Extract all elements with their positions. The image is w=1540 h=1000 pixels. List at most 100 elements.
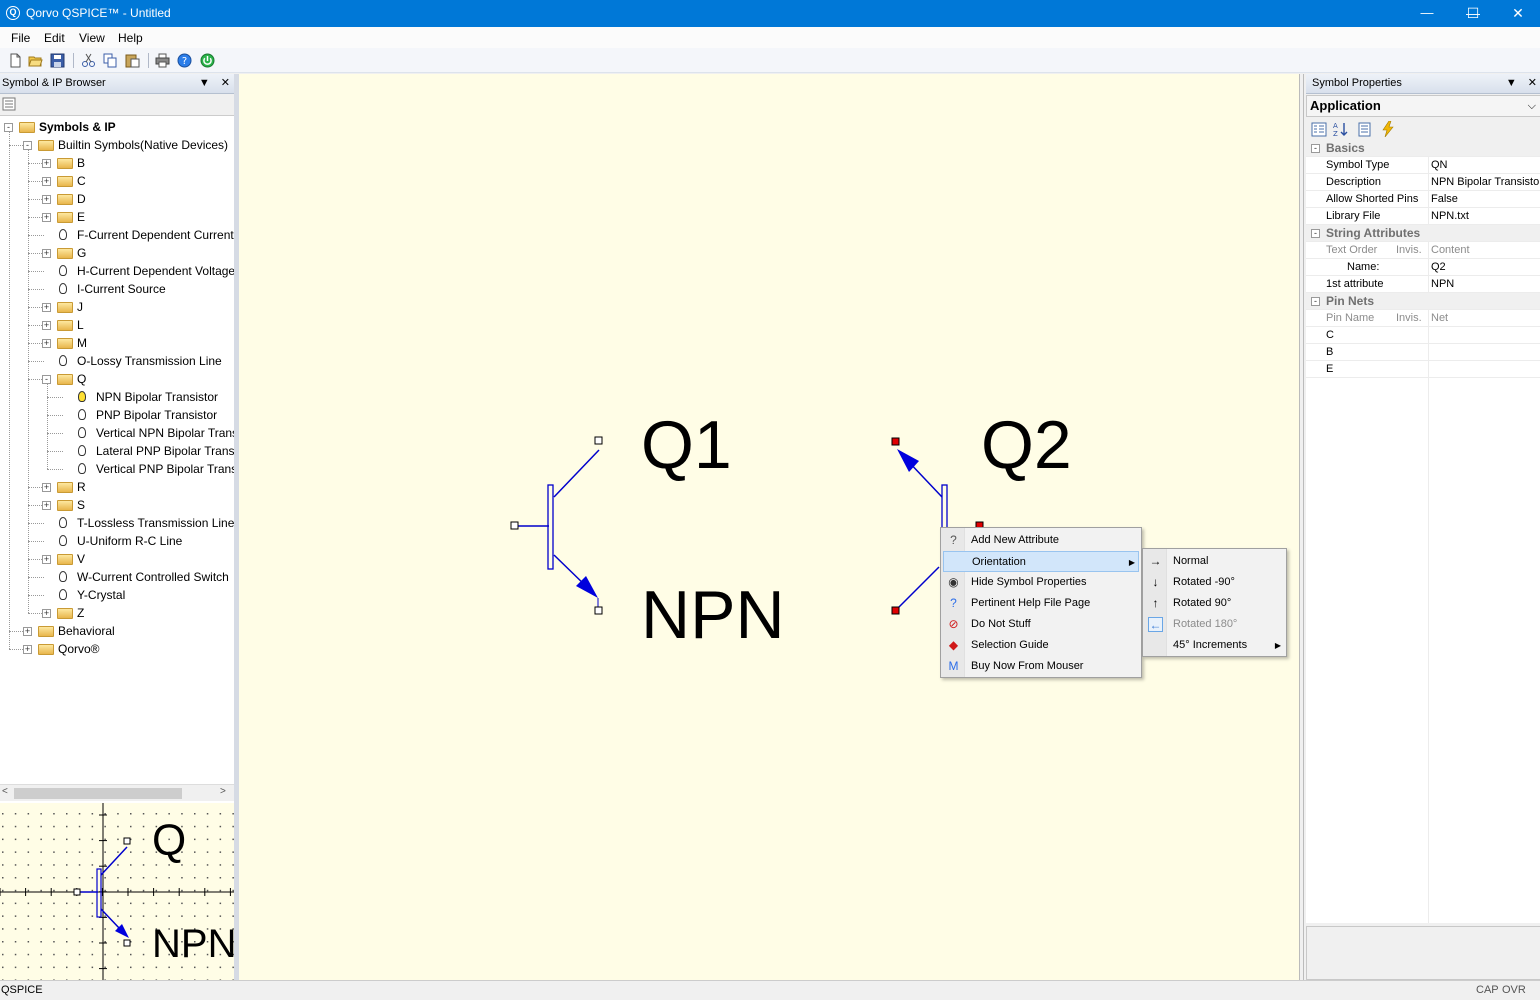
tree-folder[interactable]: +J <box>0 298 234 316</box>
maximize-icon[interactable]: ☐ <box>1466 5 1480 21</box>
q1-collector-pin[interactable] <box>594 436 603 445</box>
property-pages-icon[interactable] <box>1357 122 1372 137</box>
pin-row[interactable]: C <box>1306 327 1540 344</box>
list-view-icon[interactable] <box>2 97 17 112</box>
close-panel-icon[interactable]: ✕ <box>220 77 230 89</box>
copy-icon[interactable] <box>103 53 118 68</box>
q1-emitter-pin[interactable] <box>594 606 603 615</box>
open-folder-icon[interactable] <box>28 53 43 68</box>
chevron-down-icon[interactable]: ⌵ <box>1527 100 1536 112</box>
tree-folder[interactable]: +S <box>0 496 234 514</box>
application-combo[interactable]: Application ⌵ <box>1306 95 1540 117</box>
tree-folder[interactable]: +L <box>0 316 234 334</box>
pin-row[interactable]: B <box>1306 344 1540 361</box>
expand-icon[interactable]: + <box>42 338 51 348</box>
expand-icon[interactable]: + <box>42 554 51 564</box>
category-string-attributes[interactable]: - String Attributes <box>1306 225 1540 242</box>
paste-icon[interactable] <box>125 53 140 68</box>
pin-dropdown-icon[interactable]: ▼ <box>1505 77 1517 89</box>
expand-icon[interactable]: + <box>42 302 51 312</box>
menu-item-selection-guide[interactable]: ◆Selection Guide <box>943 635 1139 656</box>
tree-leaf[interactable]: O-Lossy Transmission Line <box>0 352 234 370</box>
expand-icon[interactable]: + <box>42 176 51 186</box>
tree-leaf[interactable]: W-Current Controlled Switch <box>0 568 234 586</box>
minimize-icon[interactable]: — <box>1420 5 1434 20</box>
menu-item-orientation[interactable]: Orientation▶ <box>943 551 1139 572</box>
events-lightning-icon[interactable] <box>1381 121 1395 137</box>
save-icon[interactable] <box>50 53 65 68</box>
help-icon[interactable]: ? <box>177 53 192 68</box>
category-pin-nets[interactable]: - Pin Nets <box>1306 293 1540 310</box>
tree-folder[interactable]: -Builtin Symbols(Native Devices) <box>0 136 234 154</box>
pin-dropdown-icon[interactable]: ▼ <box>198 77 210 89</box>
close-panel-icon[interactable]: ✕ <box>1527 77 1537 89</box>
power-icon[interactable] <box>200 53 215 68</box>
collapse-icon[interactable]: - <box>4 123 13 132</box>
q2-name-label[interactable]: Q2 <box>981 407 1072 483</box>
tree-folder[interactable]: +V <box>0 550 234 568</box>
tree-folder[interactable]: +Z <box>0 604 234 622</box>
collapse-basics-icon[interactable]: - <box>1311 144 1320 153</box>
menu-item-add-new-attribute[interactable]: ?Add New Attribute <box>943 530 1139 551</box>
close-icon[interactable]: ✕ <box>1496 0 1540 27</box>
scroll-left-icon[interactable]: < <box>2 786 8 797</box>
tree-folder[interactable]: +C <box>0 172 234 190</box>
tree-folder[interactable]: +M <box>0 334 234 352</box>
pin-row[interactable]: E <box>1306 361 1540 378</box>
expand-icon[interactable]: + <box>42 320 51 330</box>
tree-leaf[interactable]: I-Current Source <box>0 280 234 298</box>
orientation-option[interactable]: 45° Increments▶ <box>1145 635 1284 656</box>
category-basics[interactable]: - Basics <box>1306 140 1540 157</box>
menu-file[interactable]: File <box>11 31 31 45</box>
tree-folder[interactable]: -Q <box>0 370 234 388</box>
tree-folder[interactable]: +G <box>0 244 234 262</box>
tree-leaf[interactable]: Lateral PNP Bipolar Transi <box>0 442 234 460</box>
expand-icon[interactable]: + <box>42 482 51 492</box>
collapse-icon[interactable]: - <box>42 375 51 384</box>
q2-collector-pin[interactable] <box>891 606 900 615</box>
expand-icon[interactable]: + <box>42 194 51 204</box>
collapse-string-attributes-icon[interactable]: - <box>1311 229 1320 238</box>
tree-leaf[interactable]: PNP Bipolar Transistor <box>0 406 234 424</box>
tree-leaf[interactable]: F-Current Dependent Current <box>0 226 234 244</box>
expand-icon[interactable]: + <box>23 626 32 636</box>
q1-name-label[interactable]: Q1 <box>641 407 732 483</box>
scroll-right-icon[interactable]: > <box>220 786 226 797</box>
collapse-icon[interactable]: - <box>23 141 32 150</box>
tree-leaf[interactable]: Y-Crystal <box>0 586 234 604</box>
menu-edit[interactable]: Edit <box>44 31 65 45</box>
collapse-pin-nets-icon[interactable]: - <box>1311 297 1320 306</box>
scroll-thumb[interactable] <box>14 788 182 799</box>
q1-base-pin[interactable] <box>510 521 519 530</box>
tree-folder[interactable]: +E <box>0 208 234 226</box>
tree-folder[interactable]: -Symbols & IP <box>0 118 234 136</box>
tree-folder[interactable]: +B <box>0 154 234 172</box>
menu-view[interactable]: View <box>79 31 105 45</box>
property-row[interactable]: Name:Q2 <box>1306 259 1540 276</box>
horizontal-scrollbar[interactable]: < > <box>0 784 234 801</box>
sort-alpha-icon[interactable]: AZ <box>1333 121 1349 137</box>
menu-help[interactable]: Help <box>118 31 143 45</box>
minimize-button[interactable]: — <box>1466 5 1480 21</box>
expand-icon[interactable]: + <box>42 500 51 510</box>
expand-icon[interactable]: + <box>42 158 51 168</box>
q2-emitter-pin[interactable] <box>891 437 900 446</box>
tree-leaf[interactable]: U-Uniform R-C Line <box>0 532 234 550</box>
orientation-option[interactable]: →Normal <box>1149 554 1209 568</box>
tree-folder[interactable]: +R <box>0 478 234 496</box>
orientation-option[interactable]: ↓Rotated -90° <box>1145 572 1284 593</box>
orientation-option[interactable]: ↑Rotated 90° <box>1145 593 1284 614</box>
q1-model-label[interactable]: NPN <box>641 577 785 653</box>
expand-icon[interactable]: + <box>42 212 51 222</box>
menu-item-do-not-stuff[interactable]: ⊘Do Not Stuff <box>943 614 1139 635</box>
print-icon[interactable] <box>155 53 170 68</box>
tree-leaf[interactable]: T-Lossless Transmission Line <box>0 514 234 532</box>
expand-icon[interactable]: + <box>42 608 51 618</box>
new-file-icon[interactable] <box>8 53 23 68</box>
